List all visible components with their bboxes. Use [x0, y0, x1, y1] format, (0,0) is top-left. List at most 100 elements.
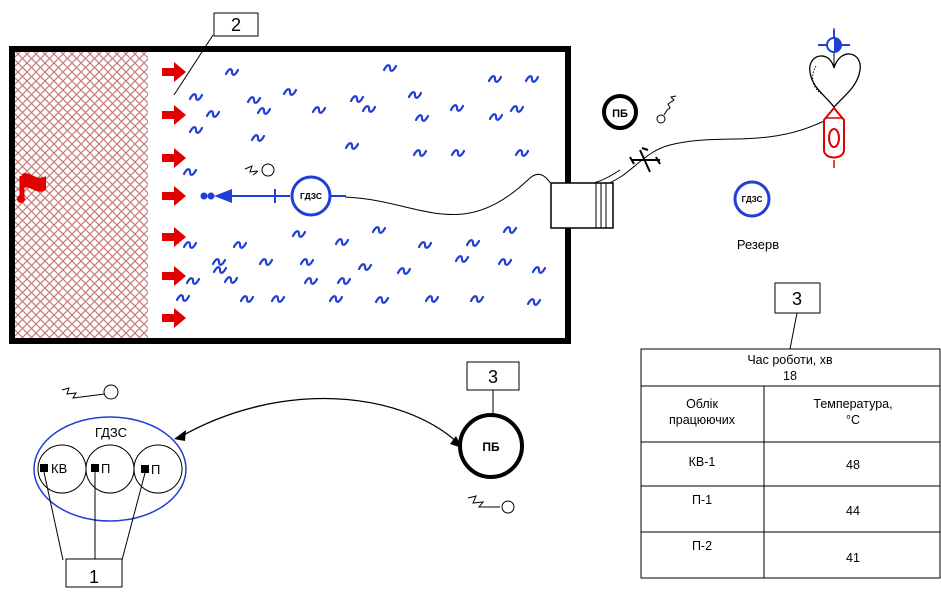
pb-bottom-label: ПБ [482, 440, 500, 454]
fire-arrow-icon [162, 62, 186, 82]
smoke-mark [361, 105, 377, 113]
smoke-mark [303, 277, 319, 285]
entrance-unit [550, 182, 614, 229]
table-row-name: П-2 [692, 539, 712, 553]
table-row-temp: 44 [846, 504, 860, 518]
callout-2-label: 2 [231, 15, 241, 35]
table-row-name: КВ-1 [689, 455, 716, 469]
smoke-mark [185, 277, 201, 285]
member-p-label: П [151, 462, 160, 477]
communication-link [174, 397, 462, 448]
smoke-mark [349, 95, 365, 103]
smoke-mark [205, 110, 221, 118]
fire-zone [15, 52, 148, 339]
smoke-mark [270, 295, 286, 303]
gdzs-group-label: ГДЗС [95, 425, 127, 440]
smoke-mark [334, 238, 350, 246]
fire-arrow-icon [162, 308, 186, 328]
room [9, 46, 571, 344]
gdzs-team-inside: ГДЗС [290, 175, 332, 217]
runner-icon-top [656, 95, 677, 124]
smoke-mark [497, 258, 513, 266]
smoke-mark [223, 276, 239, 284]
pb-post-top: ПБ [602, 94, 677, 130]
reserve-label: Резерв [737, 237, 779, 252]
smoke-mark [357, 263, 373, 271]
member-kv-label: КВ [51, 461, 67, 476]
smoke-mark [509, 105, 525, 113]
fire-flag-icon [17, 173, 46, 203]
smoke-mark [531, 266, 547, 274]
fire-spread-arrows [162, 62, 186, 328]
smoke-mark [374, 296, 390, 304]
runner-icon [244, 163, 275, 177]
pb-post-bottom: 3 ПБ [458, 361, 524, 514]
smoke-mark [417, 241, 433, 249]
table-row-temp: 41 [846, 551, 860, 565]
smoke-mark [424, 295, 440, 303]
smoke-mark [488, 113, 504, 121]
fire-arrow-icon [162, 266, 186, 286]
smoke-mark [328, 295, 344, 303]
table-col1-line2: працюючих [669, 413, 736, 427]
callout-3-table: 3 [774, 282, 821, 350]
smoke-mark [469, 295, 485, 303]
smoke-mark [224, 68, 240, 76]
smoke-mark [182, 168, 198, 176]
smoke-mark [291, 230, 307, 238]
gdzs-reserve: ГДЗС Резерв [733, 180, 779, 252]
smoke-mark [258, 258, 274, 266]
smoke-mark [502, 226, 518, 234]
smoke-mark [182, 241, 198, 249]
table-col2-line2: °С [846, 413, 860, 427]
gdzs-group: ГДЗС КВ П П 1 [33, 384, 187, 588]
smoke-mark [407, 91, 423, 99]
table-col1-line1: Облік [686, 397, 718, 411]
callout-1-label: 1 [89, 567, 99, 587]
smoke-mark [211, 258, 227, 266]
hose-connector-icon [629, 147, 661, 173]
smoke-mark [514, 149, 530, 157]
smoke-mark [282, 88, 298, 96]
smoke-mark [526, 298, 542, 306]
pb-top-label: ПБ [612, 108, 628, 120]
smoke-mark [487, 75, 503, 83]
smoke-mark [454, 255, 470, 263]
smoke-mark [344, 142, 360, 150]
smoke-mark [250, 134, 266, 142]
smoke-mark [450, 149, 466, 157]
smoke-mark [246, 96, 262, 104]
callout-3-pb-label: 3 [488, 367, 498, 387]
fire-arrow-icon [162, 186, 186, 206]
gdzs-reserve-label: ГДЗС [742, 195, 763, 204]
smoke-mark [188, 126, 204, 134]
smoke-mark [371, 226, 387, 234]
smoke-marks [175, 64, 547, 306]
smoke-mark [188, 93, 204, 101]
fire-arrow-icon [162, 227, 186, 247]
nozzle-icon [200, 189, 346, 203]
smoke-mark [299, 258, 315, 266]
table-row-name: П-1 [692, 493, 712, 507]
smoke-mark [256, 107, 272, 115]
smoke-mark [524, 75, 540, 83]
callout-3-table-label: 3 [792, 289, 802, 309]
smoke-mark [311, 106, 327, 114]
table-col2-line1: Температура, [813, 397, 892, 411]
smoke-mark [232, 241, 248, 249]
smoke-mark [414, 114, 430, 122]
smoke-mark [449, 104, 465, 112]
smoke-mark [336, 277, 352, 285]
fire-arrow-icon [162, 105, 186, 125]
runner-icon-bottom [467, 495, 515, 514]
fire-arrow-icon [162, 148, 186, 168]
table-row-temp: 48 [846, 458, 860, 472]
smoke-mark [175, 294, 191, 302]
table-header-line2: 18 [783, 369, 797, 383]
smoke-mark [396, 267, 412, 275]
callout-2: 2 [173, 12, 259, 96]
smoke-mark [465, 239, 481, 247]
work-time-table: Час роботи, хв 18 Облік працюючих Темпер… [640, 348, 941, 579]
smoke-mark [382, 64, 398, 72]
